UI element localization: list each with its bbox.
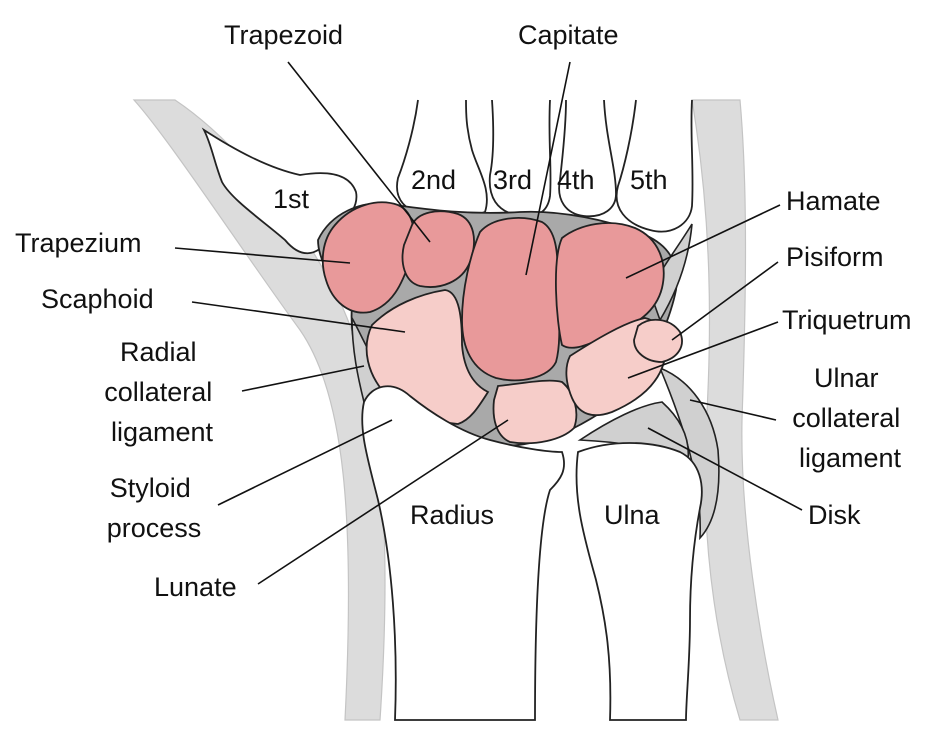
carpal-bones <box>321 201 683 445</box>
label-styloid-line2: process <box>107 513 202 543</box>
label-ulnar-collateral: Ulnar collateral ligament <box>792 363 908 473</box>
label-disk: Disk <box>808 500 861 530</box>
label-4th: 4th <box>557 165 595 195</box>
trapezium-bone <box>321 201 415 314</box>
label-ulna: Ulna <box>604 500 661 530</box>
label-scaphoid: Scaphoid <box>41 284 154 314</box>
label-ulnar-line3: ligament <box>799 443 902 473</box>
label-triquetrum: Triquetrum <box>782 305 912 335</box>
label-1st: 1st <box>273 184 310 214</box>
leader-lines <box>174 61 803 585</box>
metacarpals <box>201 99 694 255</box>
label-capitate: Capitate <box>518 20 619 50</box>
ulnar-collateral-leader <box>689 399 777 421</box>
label-trapezium: Trapezium <box>15 228 142 258</box>
scaphoid-leader <box>191 301 406 333</box>
capitate-bone <box>461 217 561 382</box>
label-lunate: Lunate <box>154 572 237 602</box>
lunate-leader <box>257 419 509 585</box>
trapezoid-leader <box>287 61 431 243</box>
disk-leader <box>647 427 803 511</box>
forearm-bones <box>361 385 703 721</box>
metacarpal-2 <box>396 99 488 220</box>
styloid-leader <box>217 419 393 506</box>
label-ulnar-line1: Ulnar <box>814 363 879 393</box>
label-5th: 5th <box>630 165 668 195</box>
label-3rd: 3rd <box>493 165 532 195</box>
label-radial-line1: Radial <box>120 337 197 367</box>
trapezium-leader <box>174 247 351 264</box>
label-styloid-line1: Styloid <box>110 473 191 503</box>
label-pisiform: Pisiform <box>786 242 884 272</box>
label-radial-line2: collateral <box>104 377 212 407</box>
pisiform-leader <box>671 261 779 341</box>
label-radial-collateral: Radial collateral ligament <box>104 337 220 447</box>
hamate-leader <box>625 204 781 279</box>
label-ulnar-line2: collateral <box>792 403 900 433</box>
pisiform-bone <box>633 318 683 363</box>
label-styloid-process: Styloid process <box>107 473 202 543</box>
label-radial-line3: ligament <box>111 417 214 447</box>
label-hamate: Hamate <box>786 186 881 216</box>
lunate-bone <box>492 379 578 445</box>
triquetrum-leader <box>627 321 779 379</box>
radial-collateral-leader <box>241 365 365 392</box>
label-radius: Radius <box>410 500 494 530</box>
capitate-leader <box>525 61 571 276</box>
radius-bone <box>361 385 565 721</box>
metacarpal-5 <box>615 99 694 233</box>
metacarpal-4 <box>558 99 617 218</box>
skin-left-side <box>132 99 386 721</box>
label-2nd: 2nd <box>411 165 456 195</box>
ulna-bone <box>575 442 703 721</box>
label-trapezoid: Trapezoid <box>224 20 343 50</box>
text-labels: 1st 2nd 3rd 4th 5th Trapezoid Capitate H… <box>15 20 912 602</box>
